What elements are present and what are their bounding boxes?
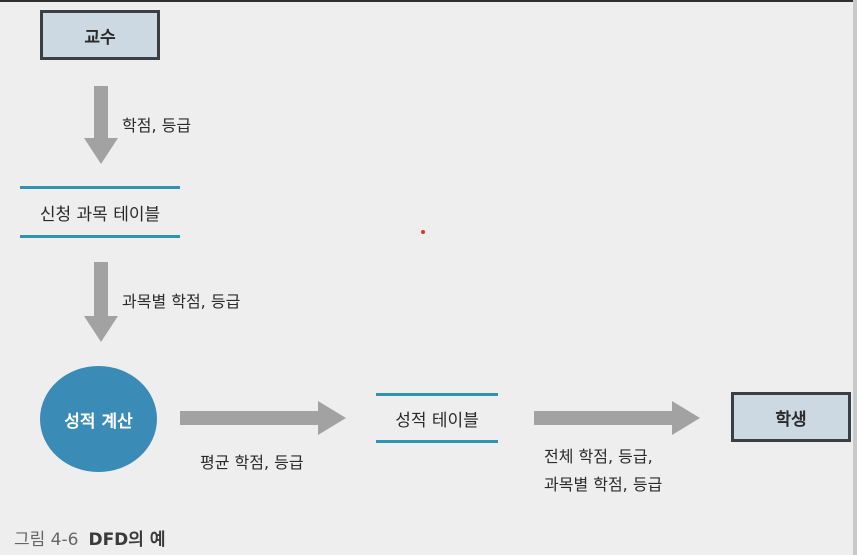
flow-label-grade-to-student-line1: 전체 학점, 등급, bbox=[544, 447, 653, 466]
window-right-edge bbox=[853, 0, 857, 555]
process-grade-calculation-label: 성적 계산 bbox=[64, 411, 133, 432]
flow-arrow-course-to-process bbox=[84, 262, 118, 342]
flow-arrow-professor-to-course bbox=[84, 86, 118, 164]
figure-number: 그림 4-6 bbox=[14, 530, 79, 550]
datastore-grade-table: 성적 테이블 bbox=[376, 393, 498, 443]
flow-label-grade-to-student-line2: 과목별 학점, 등급 bbox=[544, 475, 663, 494]
figure-title: DFD의 예 bbox=[88, 530, 166, 550]
flow-label-process-to-grade: 평균 학점, 등급 bbox=[200, 453, 304, 472]
cursor-dot-icon bbox=[421, 230, 425, 234]
flow-label-professor-to-course: 학점, 등급 bbox=[122, 116, 192, 135]
flow-label-course-to-process: 과목별 학점, 등급 bbox=[122, 292, 241, 311]
window-top-edge bbox=[0, 0, 857, 2]
figure-caption: 그림 4-6 DFD의 예 bbox=[14, 525, 166, 550]
datastore-course-table-label: 신청 과목 테이블 bbox=[39, 204, 161, 225]
external-entity-professor: 교수 bbox=[40, 10, 160, 60]
process-grade-calculation: 성적 계산 bbox=[40, 366, 157, 472]
external-entity-professor-label: 교수 bbox=[84, 27, 116, 48]
external-entity-student: 학생 bbox=[731, 392, 851, 442]
flow-arrow-process-to-grade bbox=[180, 401, 346, 435]
flow-arrow-grade-to-student bbox=[534, 401, 700, 435]
datastore-course-table: 신청 과목 테이블 bbox=[20, 186, 180, 238]
flow-label-grade-to-student: 전체 학점, 등급, 과목별 학점, 등급 bbox=[544, 443, 662, 499]
external-entity-student-label: 학생 bbox=[775, 409, 807, 430]
datastore-grade-table-label: 성적 테이블 bbox=[395, 410, 479, 431]
